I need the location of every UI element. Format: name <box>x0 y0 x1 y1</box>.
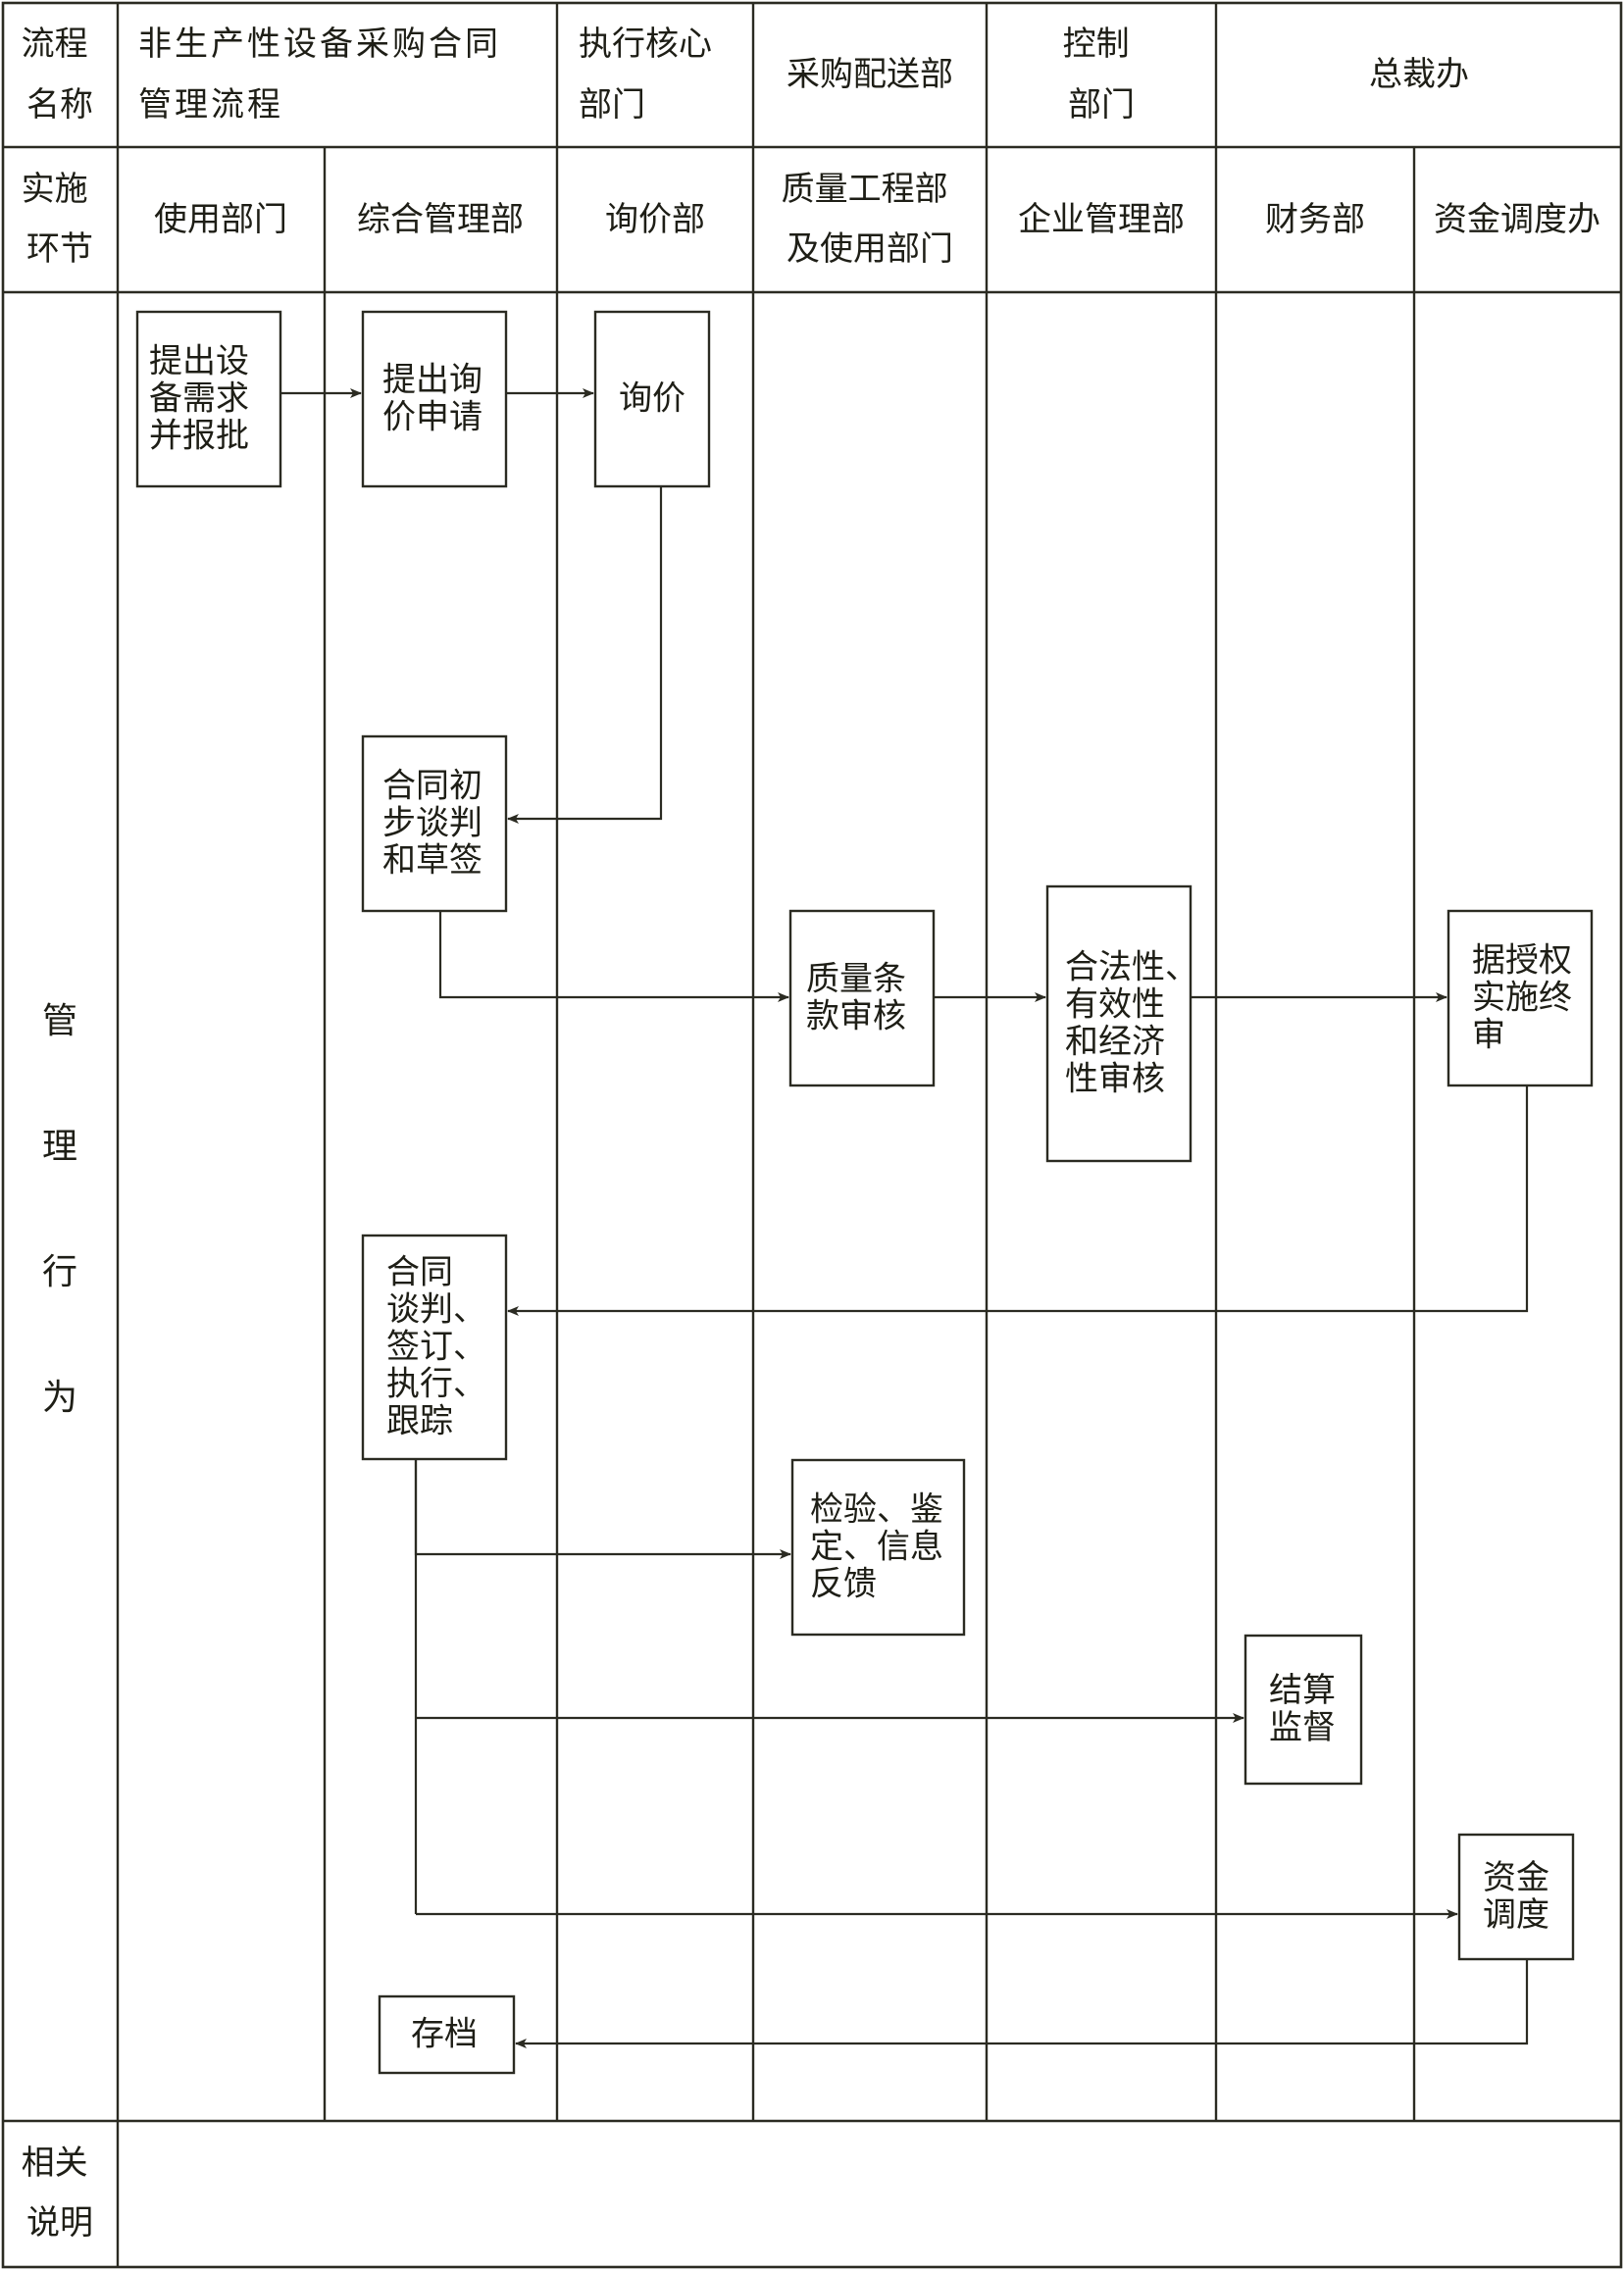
edge-n11-to-n12 <box>515 1959 1529 2048</box>
lane-header-inquiry-dept: 询价部 <box>605 200 705 239</box>
control-label: 控制 部门 <box>1063 25 1141 125</box>
edge-n4-to-n5 <box>438 911 789 1002</box>
lane-header-finance: 财务部 <box>1265 200 1365 239</box>
footer-row: 相关 说明 <box>22 2144 99 2243</box>
flow-edges <box>280 388 1529 2048</box>
node-label: 合法性、有效性和经济性审核 <box>1065 948 1198 1099</box>
node-fund-dispatch: 资金调度 <box>1457 1833 1575 1961</box>
node-label: 检验、鉴定、信息反馈 <box>810 1490 943 1604</box>
node-box <box>361 1234 508 1461</box>
node-legality-review: 合法性、有效性和经济性审核 <box>1045 884 1198 1163</box>
management-label: 管 理 行 为 <box>42 1001 77 1418</box>
node-box <box>378 1994 516 2075</box>
lane-header-user-dept: 使用部门 <box>154 200 287 239</box>
edge-n7-to-n8 <box>507 1085 1529 1316</box>
node-box <box>788 909 936 1087</box>
node-label: 结算监督 <box>1269 1671 1336 1747</box>
node-label: 询价 <box>619 379 685 419</box>
lane-header-fund-dispatch: 资金调度办 <box>1434 200 1600 239</box>
node-settlement-supervision: 结算监督 <box>1243 1634 1363 1786</box>
node-label: 存档 <box>411 2015 478 2054</box>
management-label-char: 理 <box>42 1127 77 1167</box>
node-box <box>361 310 508 488</box>
node-box <box>1243 1634 1363 1786</box>
node-label: 据授权实施终审 <box>1472 941 1572 1055</box>
node-box <box>593 310 711 488</box>
node-submit-requirement: 提出设备需求并报批 <box>135 310 282 488</box>
node-box <box>790 1458 966 1637</box>
flow-name-value: 非生产性设备采购合同 管理流程 <box>138 25 515 125</box>
header-row: 流程 名称 非生产性设备采购合同 管理流程 执行核心 部门 采购配送部 控制 部… <box>22 25 1469 125</box>
node-inspection-feedback: 检验、鉴定、信息反馈 <box>790 1458 966 1637</box>
node-contract-signing: 合同谈判、签订、执行、跟踪 <box>361 1234 508 1461</box>
node-box <box>361 734 508 913</box>
management-label-char: 为 <box>42 1378 77 1418</box>
stage-label: 实施 环节 <box>22 170 99 269</box>
node-box <box>1045 884 1193 1163</box>
node-label: 合同谈判、签订、执行、跟踪 <box>386 1253 486 1441</box>
node-box <box>1446 909 1594 1087</box>
lane-header-general-mgmt: 综合管理部 <box>357 200 524 239</box>
stage-row: 实施 环节 使用部门 综合管理部 询价部 质量工程部 及使用部门 企业管理部 财… <box>22 170 1600 269</box>
node-box <box>135 310 282 488</box>
node-archive: 存档 <box>378 1994 516 2075</box>
node-label: 合同初步谈判和草签 <box>382 767 482 881</box>
node-label: 提出设备需求并报批 <box>149 342 249 456</box>
lane-header-enterprise-mgmt: 企业管理部 <box>1018 200 1185 239</box>
node-inquiry-request: 提出询价申请 <box>361 310 508 488</box>
node-box <box>1457 1833 1575 1961</box>
control-value: 总裁办 <box>1369 55 1469 94</box>
node-final-approval: 据授权实施终审 <box>1446 909 1594 1087</box>
management-label-char: 管 <box>42 1001 77 1041</box>
node-quality-review: 质量条款审核 <box>788 909 936 1087</box>
lane-header-quality-dept: 质量工程部 及使用部门 <box>782 170 959 269</box>
edge-n3-to-n4 <box>507 486 663 824</box>
exec-core-label: 执行核心 部门 <box>579 25 723 125</box>
flow-name-label: 流程 名称 <box>22 25 99 125</box>
management-label-char: 行 <box>42 1252 77 1292</box>
node-label: 提出询价申请 <box>382 361 482 437</box>
node-contract-draft: 合同初步谈判和草签 <box>361 734 508 913</box>
node-label: 质量条款审核 <box>806 960 906 1036</box>
node-label: 资金调度 <box>1483 1858 1549 1935</box>
edge-n8-to-n9 <box>414 1459 791 1559</box>
node-price-inquiry: 询价 <box>593 310 711 488</box>
exec-core-value: 采购配送部 <box>787 55 953 94</box>
footer-label: 相关 说明 <box>22 2144 99 2243</box>
